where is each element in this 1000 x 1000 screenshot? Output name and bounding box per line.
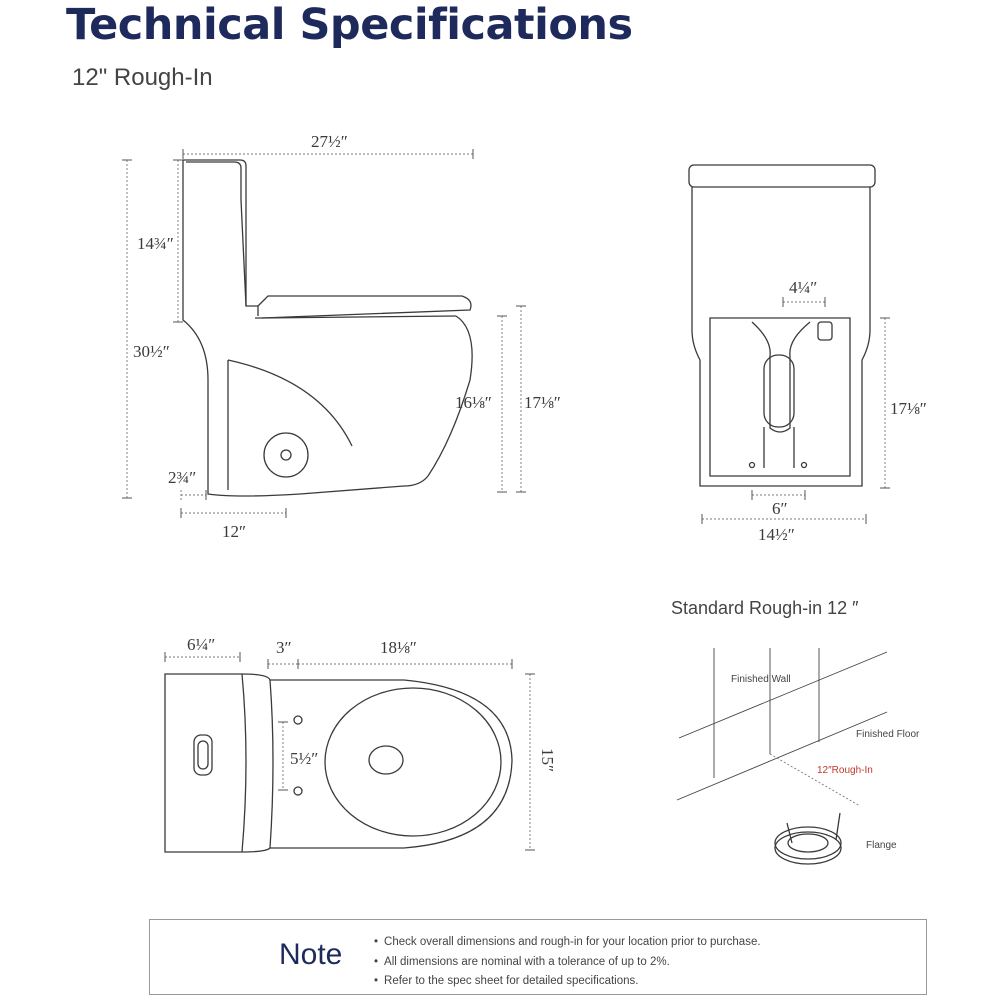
note-item: All dimensions are nominal with a tolera… <box>374 953 761 973</box>
side-tank-height-dim: 14¾″ <box>137 234 174 253</box>
rough-in-measure-label: 12″Rough-In <box>817 765 873 776</box>
rough-in-diagram: Standard Rough-in 12 ″ Finished Wall Fin… <box>671 598 920 865</box>
side-base-offset-dim: 2¾″ <box>168 468 196 487</box>
note-item: Refer to the spec sheet for detailed spe… <box>374 972 761 992</box>
front-view: 4¼″ 17⅛″ 6″ 14½″ <box>688 164 927 544</box>
note-item: Check overall dimensions and rough-in fo… <box>374 933 761 953</box>
finished-wall-label: Finished Wall <box>731 674 791 685</box>
front-outlet-spacing-dim: 4¼″ <box>789 278 817 297</box>
side-bowl-height-dim: 16⅛″ <box>455 393 492 412</box>
wall-floor-lines <box>676 648 888 801</box>
top-view: 6¼″ 3″ 18⅛″ 5½″ 15″ <box>164 635 557 853</box>
top-gap-dim: 3″ <box>276 638 292 657</box>
front-height-dim: 17⅛″ <box>890 399 927 418</box>
side-seat-height-dim: 17⅛″ <box>524 393 561 412</box>
front-width-dim: 14½″ <box>758 525 795 544</box>
page-subtitle: 12" Rough-In <box>72 64 213 91</box>
page-title: Technical Specifications <box>66 0 633 50</box>
side-total-height-dim: 30½″ <box>133 342 170 361</box>
flange-icon <box>774 812 842 865</box>
top-bowl-length-dim: 18⅛″ <box>380 638 417 657</box>
side-view-outline <box>182 159 473 497</box>
top-view-outline <box>164 673 513 853</box>
note-title: Note <box>279 938 343 971</box>
side-view: 27½″ 14¾″ 30½″ 16⅛″ 17⅛″ 2¾″ 12″ <box>122 132 561 541</box>
front-bolt-spacing-dim: 6″ <box>772 499 788 518</box>
front-view-outline <box>688 164 876 487</box>
note-box: Note Check overall dimensions and rough-… <box>149 919 927 995</box>
note-list: Check overall dimensions and rough-in fo… <box>374 933 761 992</box>
side-rough-in-dim: 12″ <box>222 522 246 541</box>
rough-in-title: Standard Rough-in 12 ″ <box>671 598 859 618</box>
top-tank-depth-dim: 6¼″ <box>187 635 215 654</box>
top-width-dim: 15″ <box>538 748 557 772</box>
top-hole-spacing-dim: 5½″ <box>290 749 318 768</box>
flange-label: Flange <box>866 840 897 851</box>
finished-floor-label: Finished Floor <box>856 729 920 740</box>
side-length-dim: 27½″ <box>311 132 348 151</box>
